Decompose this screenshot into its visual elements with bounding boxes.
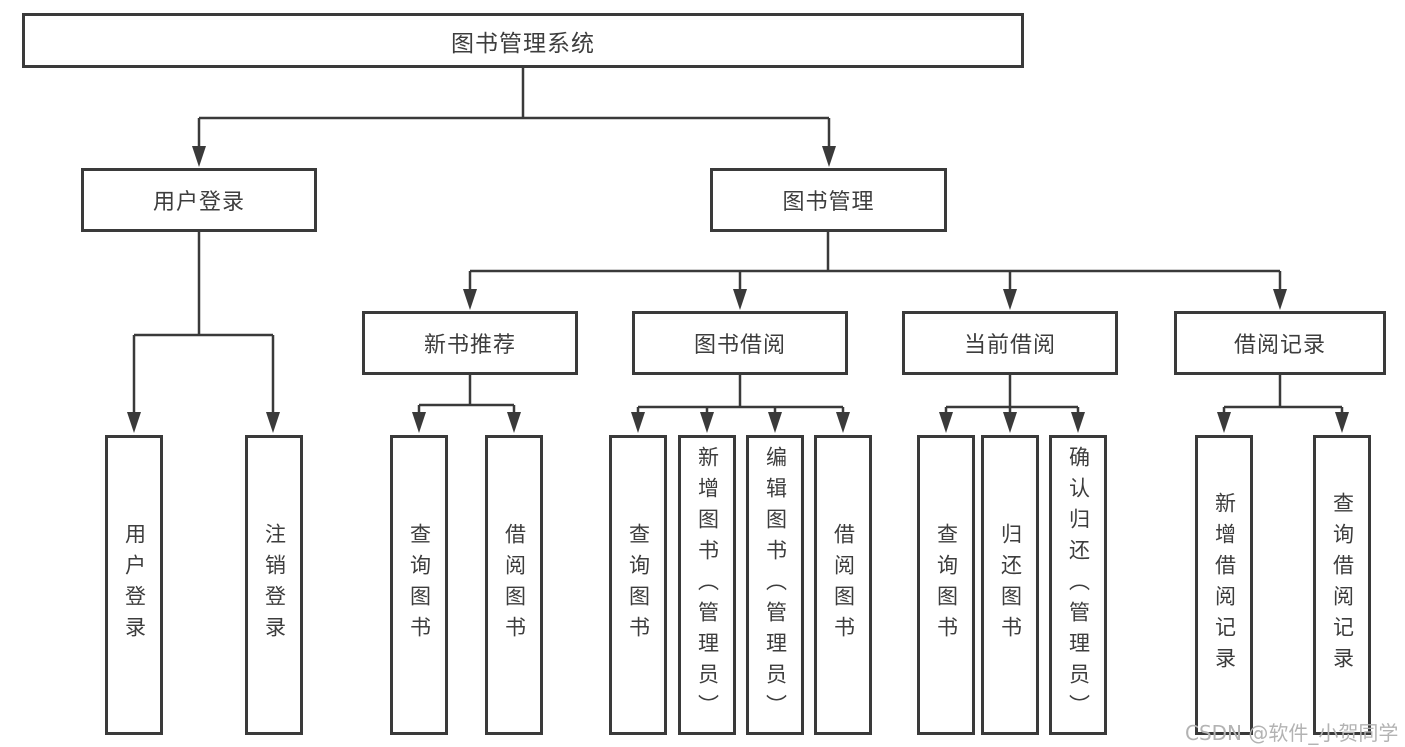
node-book-management: 图书管理 [710, 168, 947, 232]
leaf-label: 查询图书 [626, 523, 651, 647]
leaf-user-login: 用户登录 [105, 435, 163, 735]
leaf-borrowing-borrow-books: 借阅图书 [814, 435, 872, 735]
arrowhead-icon [836, 412, 850, 433]
leaf-label: 注销登录 [262, 523, 287, 647]
arrowhead-icon [700, 412, 714, 433]
arrowhead-icon [127, 412, 141, 433]
node-user-login: 用户登录 [81, 168, 317, 232]
node-library-management-system: 图书管理系统 [22, 13, 1024, 68]
leaf-add-books-admin: 新增图书（管理员） [678, 435, 736, 735]
arrowhead-icon [939, 412, 953, 433]
leaf-label: 归还图书 [998, 523, 1023, 647]
leaf-return-books: 归还图书 [981, 435, 1039, 735]
arrowhead-icon [631, 412, 645, 433]
leaf-borrowing-query-books: 查询图书 [609, 435, 667, 735]
leaf-current-query-books: 查询图书 [917, 435, 975, 735]
node-borrowing-records: 借阅记录 [1174, 311, 1386, 375]
node-new-book-recommend: 新书推荐 [362, 311, 578, 375]
arrowhead-icon [266, 412, 280, 433]
leaf-label: 编辑图书（管理员） [763, 445, 788, 725]
node-current-borrowing: 当前借阅 [902, 311, 1118, 375]
leaf-confirm-return-admin: 确认归还（管理员） [1049, 435, 1107, 735]
arrowhead-icon [1273, 289, 1287, 310]
arrowhead-icon [192, 146, 206, 167]
leaf-label: 确认归还（管理员） [1066, 445, 1091, 725]
arrowhead-icon [822, 146, 836, 167]
arrowhead-icon [1217, 412, 1231, 433]
arrowhead-icon [412, 412, 426, 433]
arrowhead-icon [507, 412, 521, 433]
leaf-edit-books-admin: 编辑图书（管理员） [746, 435, 804, 735]
leaf-recommend-borrow-books: 借阅图书 [485, 435, 543, 735]
leaf-add-borrow-record: 新增借阅记录 [1195, 435, 1253, 735]
leaf-recommend-query-books: 查询图书 [390, 435, 448, 735]
node-book-borrowing: 图书借阅 [632, 311, 848, 375]
leaf-label: 查询借阅记录 [1330, 492, 1355, 678]
arrowhead-icon [463, 289, 477, 310]
arrowhead-icon [768, 412, 782, 433]
arrowhead-icon [1071, 412, 1085, 433]
leaf-label: 查询图书 [407, 523, 432, 647]
arrowhead-icon [1003, 289, 1017, 310]
leaf-query-borrow-record: 查询借阅记录 [1313, 435, 1371, 735]
watermark: CSDN @软件_小贺同学 [1185, 721, 1399, 745]
leaf-label: 查询图书 [934, 523, 959, 647]
leaf-label: 新增借阅记录 [1212, 492, 1237, 678]
arrowhead-icon [1003, 412, 1017, 433]
leaf-label: 新增图书（管理员） [695, 445, 720, 725]
leaf-label: 借阅图书 [831, 523, 856, 647]
arrowhead-icon [1335, 412, 1349, 433]
leaf-logout-login: 注销登录 [245, 435, 303, 735]
leaf-label: 用户登录 [122, 523, 147, 647]
leaf-label: 借阅图书 [502, 523, 527, 647]
arrowhead-icon [733, 289, 747, 310]
